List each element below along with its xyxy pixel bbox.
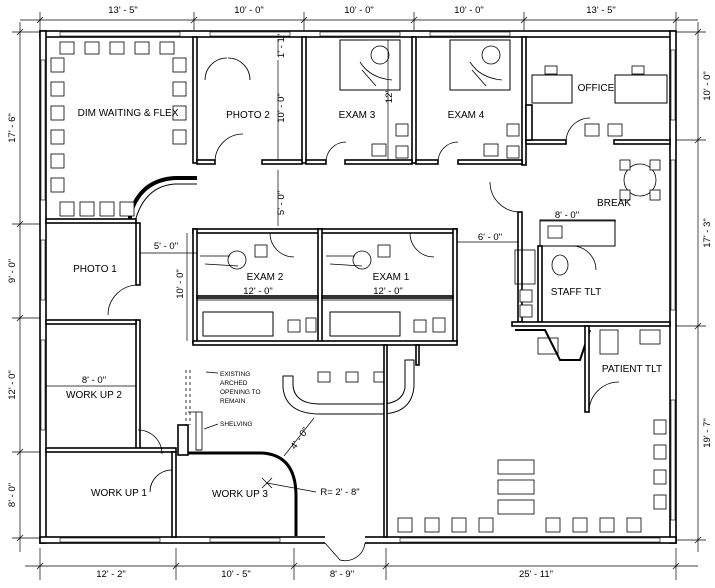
dim-left-3: 12' - 0" [7,370,18,399]
note-arch-line4: REMAIN [220,398,246,405]
left-dimension-string [12,22,40,552]
room-label-exam3: EXAM 3 [339,110,376,121]
room-label-exam2: EXAM 2 [247,272,284,283]
note-arch-leader [205,371,219,374]
room-label-work-up1: WORK UP 1 [91,488,147,499]
dim-top-4: 10' - 0" [454,5,483,16]
office-furniture [531,65,668,137]
dim-top-2: 10' - 0" [234,5,263,16]
room-label-photo1: PHOTO 1 [73,264,117,275]
dim-corridor-height: 5' - 0" [276,191,287,215]
dim-bottom-4: 25' - 11" [519,569,553,580]
room-label-work-up2: WORK UP 2 [66,390,122,401]
note-arch-line2: ARCHED [220,380,248,387]
dim-staff-width: 8' - 0" [555,210,579,221]
dim-left-1: 17' - 6" [7,113,18,142]
dim-workup2-width: 8' - 0" [82,375,106,386]
room-label-exam1: EXAM 1 [373,272,410,283]
right-dimension-string [672,22,706,552]
interior-dims [46,40,616,387]
dim-top-3: 10' - 0" [344,5,373,16]
staff-toilet-block [511,211,671,413]
note-shelving-leader [203,423,219,430]
exterior-walls [39,30,677,562]
dim-workup3-diagonal: 4' - 0" [289,425,312,451]
left-rooms [45,222,177,538]
exam-middle-block [192,228,458,346]
dim-photo2-width: 1' - 1" [276,34,287,58]
room-label-break: BREAK [597,198,631,209]
dim-radius: R= 2' - 8" [320,487,359,498]
dim-left-2: 9' - 0" [7,259,18,283]
dim-bottom-2: 10' - 5" [221,569,250,580]
exam-top-furniture [339,39,520,159]
dim-right-3: 19' - 7" [702,418,713,447]
note-arch-line1: EXISTING [220,371,250,378]
note-arch-line3: OPENING TO [220,389,261,396]
waiting-chairs [50,41,187,217]
room-label-patient-tlt: PATIENT TLT [602,364,662,375]
top-dimension-string [20,12,698,40]
dim-photo2-height: 10' - 0" [276,93,287,122]
dim-exam2-height: 10' - 0" [175,269,186,298]
dim-exam3-height: 12' [384,91,395,104]
dim-right-2: 17' - 3" [702,218,713,247]
dim-top-1: 13' - 5" [108,5,137,16]
dim-corridor-width: 6' - 0" [478,232,502,243]
dim-top-5: 13' - 5" [586,5,615,16]
note-shelving: SHELVING [220,421,252,428]
dim-bottom-3: 8' - 9" [330,569,354,580]
room-label-work-up3: WORK UP 3 [212,489,268,500]
room-label-staff-tlt: STAFF TLT [551,287,602,298]
bottom-dimension-string [25,548,698,580]
room-label-office: OFFICE [578,83,615,94]
lower-waiting [383,344,667,538]
room-label-photo2: PHOTO 2 [226,110,270,121]
dim-bottom-1: 12' - 2" [96,569,125,580]
dim-left-4: 8' - 0" [7,483,18,507]
dim-exam2-width: 12' - 0" [243,286,272,297]
reception-counter [282,359,415,415]
dim-photo1-width: 5' - 0" [154,241,178,252]
work-up-3 [177,370,317,536]
top-partitions [192,36,671,166]
dim-right-1: 10' - 0" [702,71,713,100]
dim-exam1-width: 12' - 0" [373,286,402,297]
room-label-exam4: EXAM 4 [448,110,485,121]
break-door-arc [489,181,521,213]
break-table [619,159,661,201]
room-label-dim-waiting: DIM WAITING & FLEX [78,108,179,119]
